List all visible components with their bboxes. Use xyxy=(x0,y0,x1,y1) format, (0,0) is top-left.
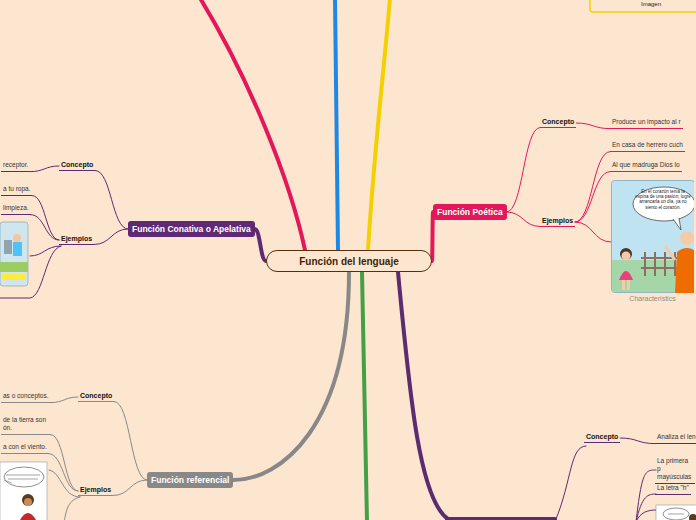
branch-connector xyxy=(575,172,610,222)
node-text: Ejemplos xyxy=(542,217,573,224)
node-text: Analiza el len xyxy=(657,433,696,441)
node-text: Produce un impacto al r xyxy=(612,118,681,126)
image-label: Imagen xyxy=(641,1,661,7)
leaf-text: En casa de herrero cuch xyxy=(610,141,685,152)
leaf-text: Produce un impacto al r xyxy=(610,118,683,129)
topic-label: Concepto xyxy=(59,161,95,171)
branch-connector xyxy=(507,128,540,213)
leaf-text: La letra "h" xyxy=(655,484,691,495)
branch-connector xyxy=(576,123,610,129)
node-text: La letra "h" xyxy=(657,484,689,492)
node-text: receptor. xyxy=(3,161,28,169)
node-text: En casa de herrero cuch xyxy=(612,141,683,149)
node-text: Al que madruga Dios lo xyxy=(612,161,680,169)
function-box: Función Poética xyxy=(433,204,507,220)
branch-connector xyxy=(49,454,78,491)
branch-connector xyxy=(95,171,128,230)
node-text: Ejemplos xyxy=(61,235,92,242)
leaf-text: de la tierra son ón. xyxy=(1,416,51,435)
node-text: Concepto xyxy=(586,433,618,440)
node-text: a con el viento. xyxy=(3,443,47,451)
branch-connector xyxy=(113,480,147,496)
node-text: as o conceptos. xyxy=(3,392,49,400)
leaf-text: a tu ropa. xyxy=(1,185,32,196)
central-topic: Función del lenguaje xyxy=(266,250,432,272)
branch-connector xyxy=(31,215,59,240)
node-text: La primera p mayúsculas xyxy=(657,457,693,481)
branch-connector xyxy=(94,229,128,245)
leaf-text: as o conceptos. xyxy=(1,392,51,403)
branch-connector xyxy=(51,397,78,403)
node-text: Characteristics xyxy=(611,295,694,302)
branch-connector xyxy=(575,222,611,242)
speech-bubble-text: En el corazón tenía la espina de una pas… xyxy=(634,189,692,210)
topic-label: Ejemplos xyxy=(78,486,113,496)
topic-label: Concepto xyxy=(78,392,114,402)
branch-connector xyxy=(432,212,433,261)
branch-connector xyxy=(32,196,59,240)
leaf-text: Al que madruga Dios lo xyxy=(610,161,682,172)
branch-connector xyxy=(575,152,610,222)
topic-label: Ejemplos xyxy=(59,235,94,245)
leaf-text: a con el viento. xyxy=(1,443,49,454)
referencial-image xyxy=(0,462,47,520)
node-text: a tu ropa. xyxy=(3,185,30,193)
node-text: limpieza. xyxy=(3,204,29,212)
function-box: Función Conativa o Apelativa xyxy=(128,221,255,237)
node-text: Concepto xyxy=(542,118,574,125)
topic-label: Ejemplos xyxy=(540,217,575,227)
cut-branch-box xyxy=(445,517,557,520)
node-text: Concepto xyxy=(61,161,93,168)
branch-connector xyxy=(114,402,147,481)
branch-connector xyxy=(507,212,540,227)
node-text: Función Conativa o Apelativa xyxy=(132,224,251,234)
leaf-text: receptor. xyxy=(1,161,30,172)
bottom-right-image xyxy=(656,505,696,520)
node-text: de la tierra son ón. xyxy=(3,416,49,432)
branch-connector xyxy=(30,166,59,172)
leaf-text: limpieza. xyxy=(1,204,31,215)
function-box: Función referencial xyxy=(147,472,233,488)
branch-connector xyxy=(255,229,266,261)
leaf-text: Analiza el len xyxy=(655,433,696,444)
node-text: Concepto xyxy=(80,392,112,399)
branch-connector xyxy=(620,438,655,444)
branch-connector xyxy=(51,435,78,491)
conativa-image xyxy=(0,222,28,286)
node-text: Función referencial xyxy=(151,475,229,485)
node-text: Función del lenguaje xyxy=(299,256,398,267)
topic-label: Concepto xyxy=(584,433,620,443)
leaf-text: La primera p mayúsculas xyxy=(655,457,695,484)
topic-label: Concepto xyxy=(540,118,576,128)
node-text: Ejemplos xyxy=(80,486,111,493)
node-text: Función Poética xyxy=(437,207,503,217)
branch-connector xyxy=(233,272,349,480)
